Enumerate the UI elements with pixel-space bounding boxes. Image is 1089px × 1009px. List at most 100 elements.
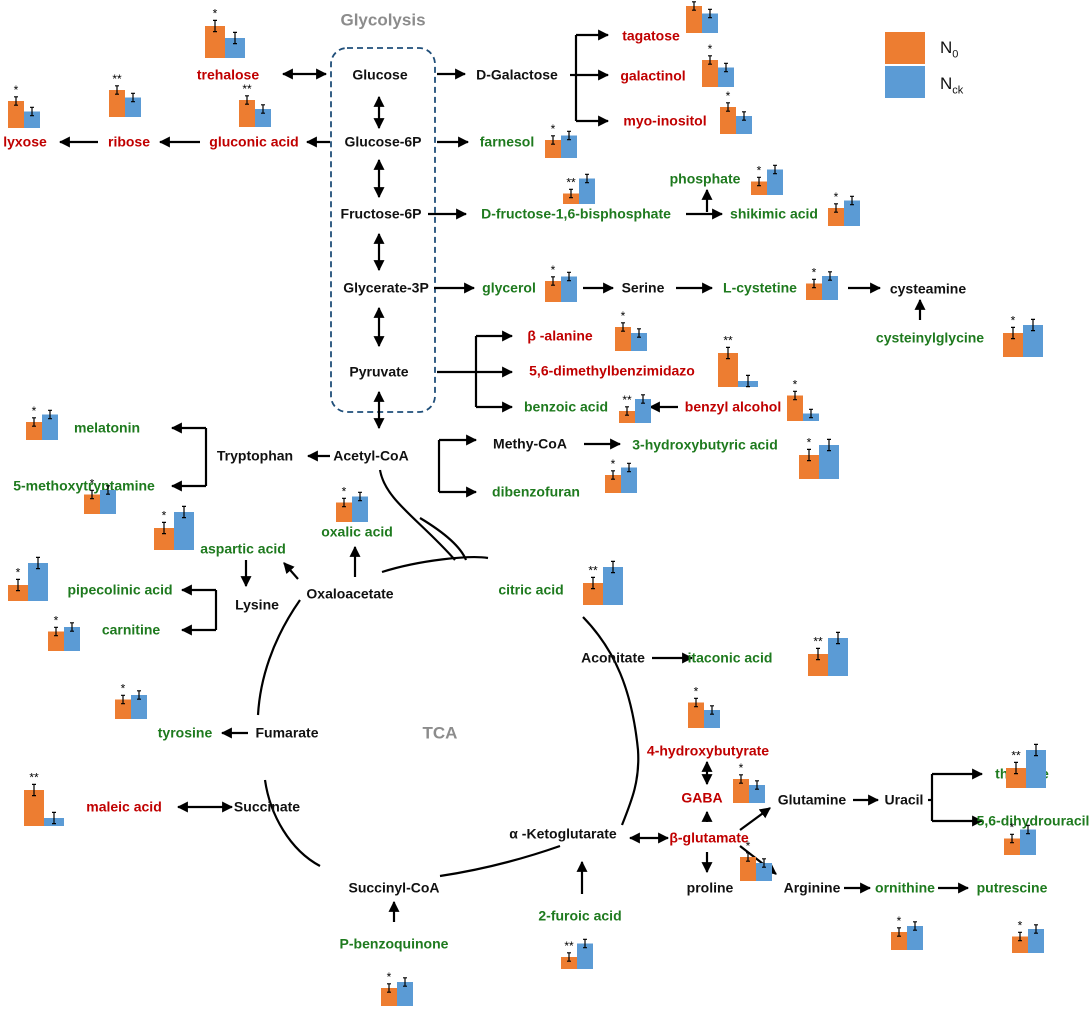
error-bar-nck	[755, 780, 759, 790]
node-5-6-dihydrouracil: 5,6-dihydrouracil	[976, 812, 1089, 829]
error-bar-n0	[611, 470, 615, 480]
error-bar-nck	[611, 560, 615, 574]
significance-label: *	[54, 613, 59, 627]
bar-nck	[131, 695, 147, 719]
error-bar-nck	[1031, 318, 1035, 332]
error-bar-nck	[710, 705, 714, 715]
bar-n0	[561, 957, 577, 969]
significance-label: **	[723, 333, 733, 347]
node-succinyl-coa: Succinyl-CoA	[348, 879, 440, 896]
bar-nck	[767, 169, 783, 195]
significance-label: *	[757, 163, 762, 177]
bar-n0	[1012, 936, 1028, 953]
bar-chart-farnesol: *	[545, 122, 577, 158]
error-bar-nck	[850, 195, 854, 206]
error-bar-nck	[724, 62, 728, 73]
error-bar-nck	[809, 408, 813, 419]
node-succinate: Succinate	[233, 798, 301, 815]
significance-label: *	[342, 484, 347, 498]
significance-label: *	[213, 6, 218, 20]
node-fumarate: Fumarate	[255, 724, 319, 741]
bar-n0	[583, 583, 603, 605]
error-bar-nck	[742, 111, 746, 121]
node-melatonin: melatonin	[73, 419, 141, 436]
bar-chart-trehalose: *	[205, 6, 245, 58]
significance-label: **	[622, 393, 632, 407]
bar-n0	[806, 283, 822, 300]
error-bar-nck	[627, 462, 631, 473]
significance-label: **	[564, 939, 574, 953]
node-myo-inositol: myo-inositol	[623, 112, 707, 129]
error-bar-nck	[827, 438, 831, 452]
bar-n0	[545, 140, 561, 158]
significance-label: **	[813, 634, 823, 648]
error-bar-nck	[403, 977, 407, 987]
error-bar-n0	[621, 322, 625, 332]
bar-n0	[733, 779, 749, 803]
bar-chart-gaba: *	[733, 761, 765, 803]
bar-n0	[891, 932, 907, 950]
bar-n0	[545, 281, 561, 302]
bar-chart-itaconic-acid: **	[808, 631, 848, 676]
significance-label: **	[112, 72, 122, 86]
significance-label: **	[242, 82, 252, 96]
node-trehalose: trehalose	[196, 66, 260, 83]
significance-label: *	[708, 42, 713, 56]
bar-chart-galactinol: *	[702, 42, 734, 87]
bar-chart-pipecolinic-acid: *	[8, 556, 48, 601]
error-bar-nck	[567, 130, 571, 141]
error-bar-n0	[14, 96, 18, 106]
error-bar-n0	[757, 176, 761, 187]
significance-label: *	[121, 681, 126, 695]
node-3-hydroxybutyric-acid: 3-hydroxybutyric acid	[632, 436, 778, 453]
node-maleic-acid: maleic acid	[86, 798, 162, 815]
bar-nck	[64, 627, 80, 651]
error-bar-nck	[708, 8, 712, 19]
bar-nck	[577, 943, 593, 969]
error-bar-nck	[641, 394, 645, 404]
error-bar-n0	[692, 1, 696, 11]
error-bar-n0	[54, 626, 58, 637]
error-bar-n0	[121, 694, 125, 705]
error-bar-n0	[32, 417, 36, 427]
node-proline: proline	[686, 879, 734, 896]
error-bar-nck	[48, 409, 52, 420]
bar-nck	[631, 333, 647, 351]
error-bar-nck	[762, 858, 766, 868]
bar-chart-lyxose: *	[8, 83, 40, 128]
node-galactinol: galactinol	[620, 67, 686, 84]
bar-chart-tyrosine: *	[115, 681, 147, 719]
significance-label: *	[692, 0, 697, 2]
error-bar-nck	[1034, 924, 1038, 934]
bar-chart-tagatose: *	[686, 0, 718, 33]
bar-n0	[688, 702, 704, 728]
error-bar-n0	[245, 95, 249, 105]
bar-nck	[621, 467, 637, 493]
bar-chart-putrescine: *	[1012, 918, 1044, 953]
bar-chart-aspartic-acid: *	[154, 505, 194, 550]
bar-n0	[336, 502, 352, 522]
bar-n0	[808, 654, 828, 676]
error-bar-nck	[358, 491, 362, 502]
error-bar-n0	[708, 55, 712, 65]
node-lysine: Lysine	[235, 596, 279, 613]
node-arginine: Arginine	[783, 879, 841, 896]
bar-chart-4-hydroxybutyrate: *	[688, 684, 720, 728]
error-bar-nck	[585, 173, 589, 184]
significance-label: *	[807, 435, 812, 449]
bar-n0	[563, 193, 579, 204]
error-bar-nck	[233, 31, 237, 45]
significance-label: *	[1018, 918, 1023, 932]
tca-title: TCA	[422, 723, 458, 743]
bar-chart-dibenzofuran: *	[605, 457, 637, 493]
significance-label: *	[1011, 313, 1016, 327]
node-tagatose: tagatose	[622, 27, 680, 44]
node-gluconic-acid: gluconic acid	[209, 133, 299, 150]
error-bar-n0	[816, 647, 820, 661]
bar-chart-melatonin: *	[26, 404, 58, 440]
node-glycerate-3p: Glycerate-3P	[343, 279, 429, 296]
bar-nck	[561, 276, 577, 302]
node-l-cystetine: L-cystetine	[723, 279, 797, 296]
error-bar-nck	[182, 505, 186, 519]
